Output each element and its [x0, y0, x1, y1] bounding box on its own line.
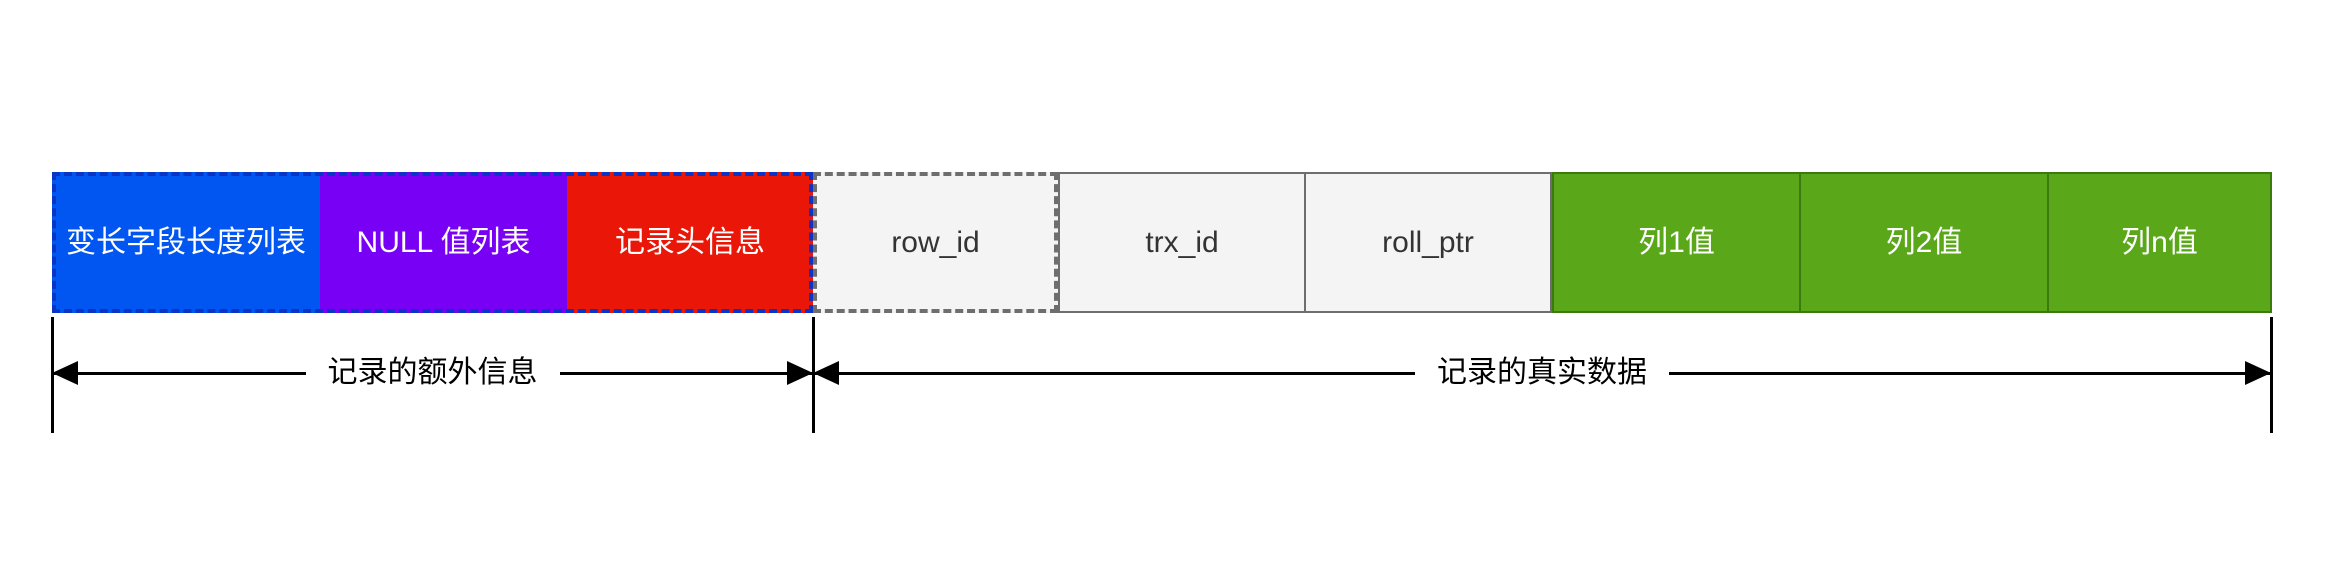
cell-label: NULL 值列表: [356, 226, 531, 259]
dimension-line-left-segment: [813, 352, 1415, 394]
cell-column-n-value: 列n值: [2048, 172, 2272, 313]
cell-column-1-value: 列1值: [1552, 172, 1800, 313]
arrow-left-icon: [52, 361, 78, 385]
cell-label: 列1值: [1638, 226, 1715, 259]
cell-row-id: row_id: [813, 172, 1058, 313]
cell-roll-ptr: roll_ptr: [1305, 172, 1552, 313]
arrow-right-icon: [787, 361, 813, 385]
cell-label: 变长字段长度列表: [66, 226, 306, 259]
cell-label: trx_id: [1145, 226, 1219, 259]
cell-variable-length-field-list: 变长字段长度列表: [52, 172, 320, 313]
cell-trx-id: trx_id: [1058, 172, 1305, 313]
record-layout-row: 变长字段长度列表 NULL 值列表 记录头信息 row_id trx_id ro…: [52, 172, 2272, 313]
cell-label: roll_ptr: [1382, 226, 1474, 259]
cell-label: 列2值: [1885, 226, 1963, 259]
cell-label: 记录头信息: [615, 226, 765, 259]
dimension-line-right-segment: [559, 352, 813, 394]
cell-record-header-info: 记录头信息: [567, 172, 813, 313]
cell-null-value-list: NULL 值列表: [320, 172, 567, 313]
cell-label: row_id: [891, 226, 980, 259]
cell-column-2-value: 列2值: [1800, 172, 2048, 313]
dimension-extra-info: 记录的额外信息: [52, 352, 813, 394]
arrow-right-icon: [2245, 361, 2271, 385]
cell-label: 列n值: [2121, 226, 2198, 259]
dimension-line-left-segment: [52, 352, 306, 394]
dimension-real-data: 记录的真实数据: [813, 352, 2271, 394]
guide-line-right: [2270, 317, 2273, 433]
dimension-label-extra-info: 记录的额外信息: [327, 356, 538, 389]
dimension-line-right-segment: [1669, 352, 2271, 394]
dimension-label-real-data: 记录的真实数据: [1437, 356, 1647, 389]
arrow-left-icon: [813, 361, 839, 385]
